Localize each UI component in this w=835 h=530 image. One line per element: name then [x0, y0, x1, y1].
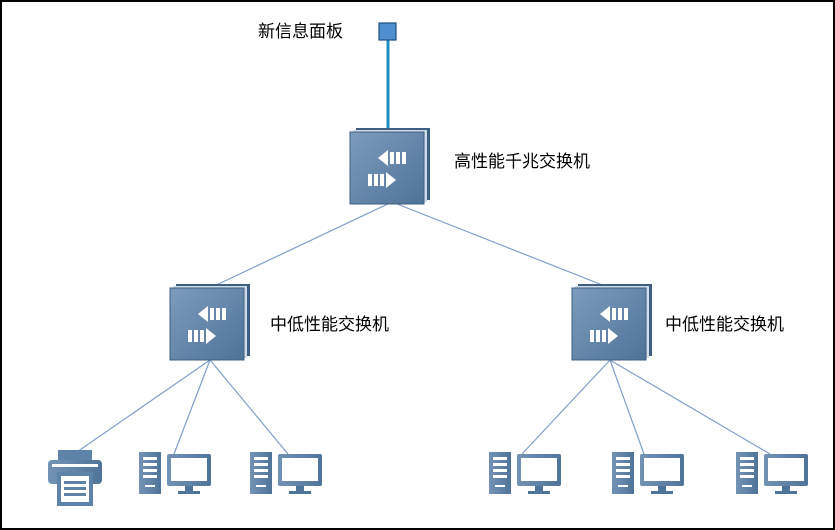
- core-switch-label: 高性能千兆交换机: [454, 152, 590, 172]
- right-switch-label: 中低性能交换机: [665, 315, 784, 335]
- core-switch-icon: [349, 127, 431, 205]
- link-left-to-pc2: [209, 359, 289, 455]
- desktop-computer-icon: [250, 452, 322, 494]
- link-right-to-pc4: [609, 359, 645, 455]
- right-access-switch-icon: [571, 283, 653, 361]
- printer-icon: [48, 450, 102, 506]
- left-access-switch-icon: [169, 283, 251, 361]
- desktop-computer-icon: [139, 452, 211, 494]
- link-left-to-printer: [73, 359, 211, 455]
- panel-label: 新信息面板: [258, 22, 343, 42]
- info-panel-square-icon: [378, 22, 397, 41]
- desktop-computer-icon: [489, 452, 561, 494]
- link-right-to-pc3: [521, 359, 611, 455]
- link-core-to-left: [209, 201, 393, 289]
- desktop-computer-icon: [612, 452, 684, 494]
- link-left-to-pc1: [173, 359, 211, 455]
- desktop-computer-icon: [736, 452, 808, 494]
- left-switch-label: 中低性能交换机: [270, 315, 389, 335]
- link-core-to-right: [391, 201, 611, 289]
- link-right-to-pc5: [609, 359, 771, 455]
